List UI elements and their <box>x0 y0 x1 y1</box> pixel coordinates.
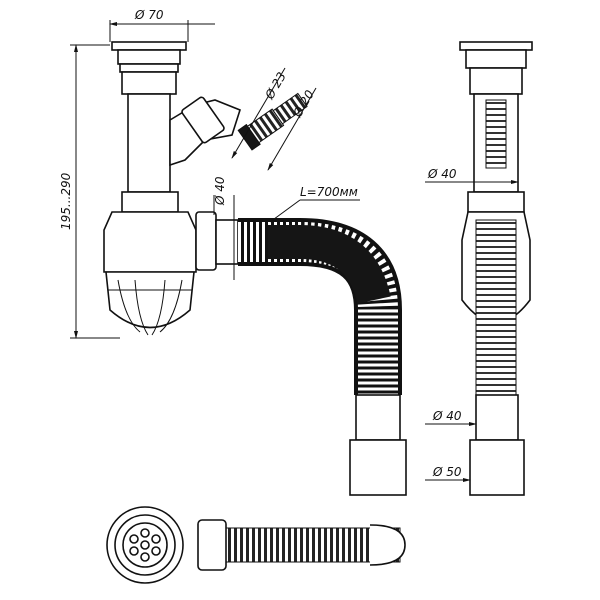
side-tube-diameter-label: Ø 40 <box>427 167 457 181</box>
top-view <box>106 506 406 584</box>
outlet-diameter-label: Ø 40 <box>213 176 227 206</box>
top-nut <box>121 71 177 95</box>
side-view: Ø 40 Ø 40 Ø 50 <box>425 41 533 496</box>
top-diameter-label: Ø 70 <box>134 8 164 22</box>
trap-body <box>103 211 197 273</box>
top-view-hose <box>199 527 401 563</box>
strainer-body <box>117 49 181 65</box>
front-view: Ø 70 195...290 Ø 23 Ø 20 <box>59 8 407 496</box>
outlet-pipe-wide <box>349 439 407 496</box>
branch-outer-diameter-label: Ø 23 <box>262 70 289 103</box>
corrugated-hose <box>268 225 391 305</box>
vertical-tube <box>127 93 171 193</box>
side-hose <box>475 219 517 396</box>
hose-length-label: L=700мм <box>300 185 358 199</box>
strainer-flange <box>111 41 187 51</box>
outlet-nut <box>195 211 217 271</box>
hose-nozzle <box>237 92 308 151</box>
body-nut <box>121 191 179 213</box>
side-outlet-small-label: Ø 40 <box>432 409 462 423</box>
side-outlet-large-label: Ø 50 <box>432 465 462 479</box>
trap-cup <box>105 271 195 329</box>
outlet-pipe <box>355 394 401 441</box>
height-range-label: 195...290 <box>59 172 73 230</box>
